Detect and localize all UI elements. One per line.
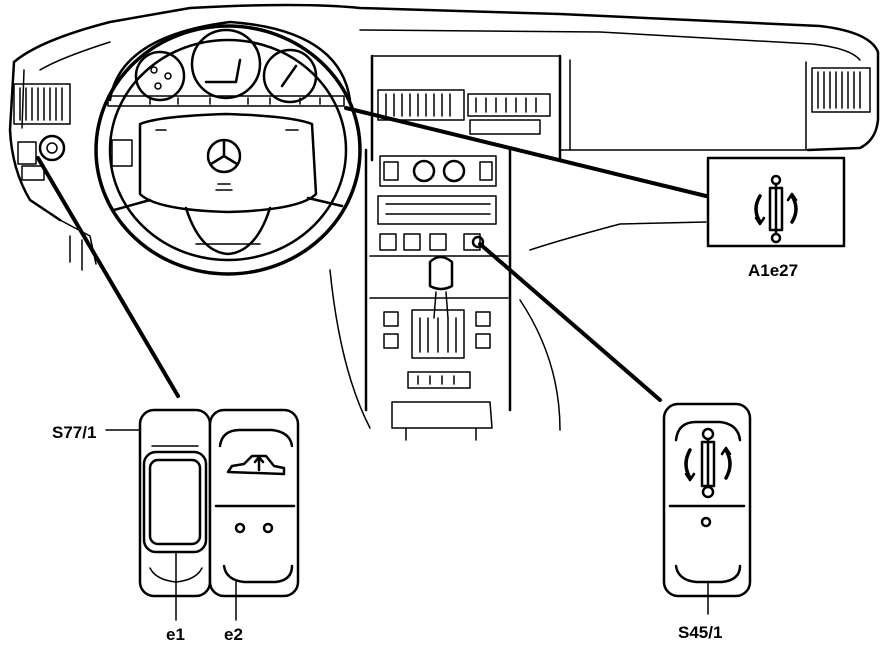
roll-bar-icon xyxy=(754,174,798,244)
mercedes-star-icon xyxy=(206,138,242,174)
leader-lines xyxy=(36,106,708,402)
steering-wheel xyxy=(94,24,362,276)
right-air-vent xyxy=(811,67,871,113)
center-console-controls xyxy=(369,119,541,389)
roll-bar-icon xyxy=(684,427,732,499)
left-gauge xyxy=(134,50,186,102)
switch-e1[interactable] xyxy=(142,445,208,583)
instrument-cluster xyxy=(107,20,352,107)
gear-selector xyxy=(411,255,465,359)
left-air-vent xyxy=(13,83,71,125)
switch-panel-s77-1 xyxy=(105,408,300,621)
switch-s45-1[interactable] xyxy=(662,402,752,615)
label-e2: e2 xyxy=(224,625,243,644)
switch-e2[interactable] xyxy=(214,428,296,584)
speedometer xyxy=(190,28,262,100)
label-a1e27: A1e27 xyxy=(748,261,798,280)
dashboard-outline xyxy=(8,3,880,441)
label-s77-1: S77/1 xyxy=(52,423,96,442)
left-switch-cluster xyxy=(17,134,133,181)
label-s45-1: S45/1 xyxy=(678,623,722,642)
center-air-vent xyxy=(377,89,551,121)
label-e1: e1 xyxy=(166,625,185,644)
control-unit-a1e27-detail xyxy=(706,156,846,248)
car-roof-up-icon xyxy=(226,454,286,476)
